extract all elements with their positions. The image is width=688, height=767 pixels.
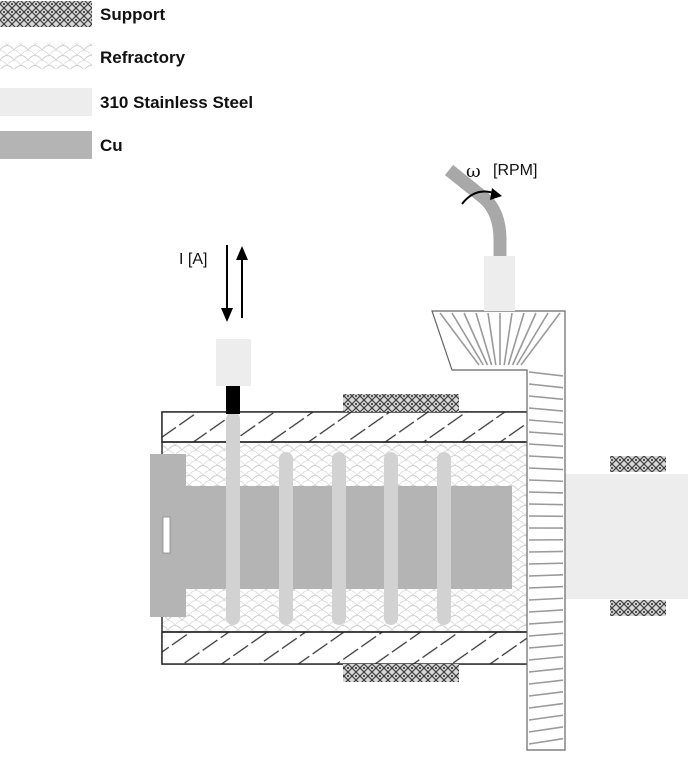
steel-swatch [0,88,92,116]
legend-label-refractory: Refractory [100,48,186,67]
rotating-plate [431,310,566,751]
rod [332,452,346,625]
drive-coupling [484,256,515,311]
plate-line [528,562,564,565]
copper-crucible [150,454,512,617]
electrode-rod [226,412,240,625]
bottom-insulation-layer [161,631,529,665]
current-arrows [221,245,248,322]
shaft-support-top [610,456,666,472]
plate-line [528,585,564,589]
legend-label-support: Support [100,5,165,24]
plate-line [511,312,537,366]
plate-line [528,609,564,613]
plate-line [528,443,564,447]
plate-line [528,702,564,709]
legend-item-support: Support [0,1,165,27]
plate-line [528,679,564,685]
plate-line [503,312,513,366]
copper-slot [162,516,171,554]
plate-line [528,383,564,389]
plate-line [528,479,564,483]
plate-line [528,691,564,697]
rpm-label: [RPM] [493,162,537,179]
support-swatch [0,1,92,27]
electrode-insulator [226,386,240,414]
plate-line [528,407,564,412]
housing-support-bottom [343,664,459,682]
plate-line [507,312,525,366]
plate-line [528,574,564,577]
legend-label-cu: Cu [100,136,123,155]
electrode-rods [226,412,451,625]
legend-item-steel: 310 Stainless Steel [0,88,253,116]
plate-line [528,597,564,601]
legend-item-cu: Cu [0,131,123,159]
plate-line [487,312,497,366]
plate-line [475,312,493,366]
top-insulation-layer [161,411,529,443]
plate-line [528,726,564,733]
plate-line [528,431,564,436]
rod [384,452,398,625]
plate-line [528,395,564,401]
rotating-shaft [563,474,688,599]
plate-line [528,419,564,424]
shaft-support-bottom [610,600,666,616]
plate-line [520,312,561,366]
legend-item-refractory: Refractory [0,43,186,69]
omega-symbol: ω [466,161,481,182]
cu-swatch [0,131,92,159]
plate-line [528,467,564,471]
current-label: I [A] [179,251,207,268]
legend-label-steel: 310 Stainless Steel [100,93,253,112]
drive-shaft [444,164,507,258]
plate-line [528,644,564,649]
plate-line [463,312,489,366]
plate-line [528,714,564,721]
rod [437,452,451,625]
plate-line [528,455,564,459]
plate-line [528,491,564,494]
plate-line [528,667,564,673]
rod [279,452,293,625]
housing-support-top [343,394,459,412]
plate-line [528,550,564,553]
plate-line [439,312,480,366]
plate-line [528,737,564,745]
plate-line [516,312,549,366]
electrode-terminal [216,339,251,386]
plate-line [528,503,564,506]
plate-line [528,620,564,625]
legend: Support Refractory 310 Stainless Steel C… [0,1,253,159]
plate-line [528,632,564,637]
rotation-arrow-head [490,188,502,200]
refractory-swatch [0,43,92,69]
plate-line [528,371,564,377]
plate-line [528,655,564,661]
plate-line [451,312,484,366]
